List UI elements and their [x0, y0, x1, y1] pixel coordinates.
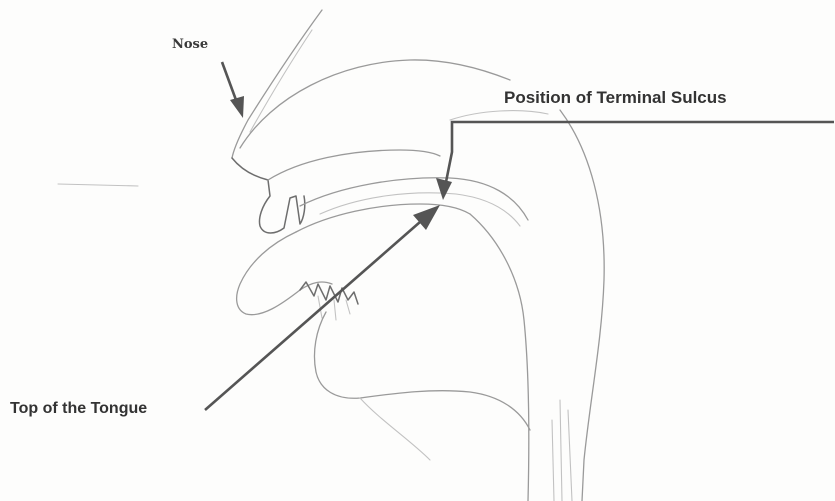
- tongue-outline: [296, 204, 470, 232]
- head-outline: [232, 10, 322, 158]
- palate-middle: [300, 178, 528, 220]
- head-outline-inner: [250, 30, 312, 132]
- tongue-front: [237, 232, 332, 315]
- tongue-leader-line: [205, 222, 420, 410]
- pharynx-upper-arc: [450, 111, 548, 120]
- nose-label: Nose: [172, 37, 208, 52]
- terminal-sulcus-label: Position of Terminal Sulcus: [504, 88, 727, 108]
- nose-tip-outline: [232, 158, 305, 233]
- nose-arrowhead: [230, 96, 244, 118]
- tongue-top-label: Top of the Tongue: [10, 400, 147, 418]
- throat-detail-lines: [552, 400, 572, 501]
- palate-upper: [268, 150, 440, 180]
- pharynx-back-wall: [560, 110, 604, 501]
- stray-pencil-mark: [58, 184, 138, 186]
- terminal-sulcus-arrowhead: [436, 178, 452, 200]
- jaw-inner: [360, 398, 430, 460]
- nose-leader-line: [222, 62, 236, 100]
- terminal-sulcus-leader-line: [446, 122, 834, 182]
- chin-jaw-outline: [314, 312, 530, 430]
- nasal-cavity-roof: [240, 60, 510, 148]
- pharynx-front-wall: [470, 214, 529, 501]
